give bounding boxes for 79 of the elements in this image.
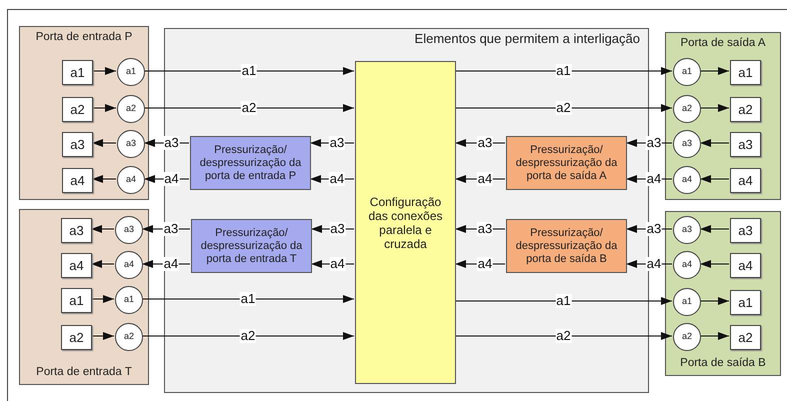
arrow xyxy=(142,332,354,340)
process-box: Pressurização/ despressurização da porta de entrada P xyxy=(190,136,311,190)
process-box: Pressurização/ despressurização da porta de saída B xyxy=(506,219,627,273)
port-panel xyxy=(164,28,649,393)
edge-label: a3 xyxy=(646,136,662,150)
signal-box: a3 xyxy=(61,218,92,243)
arrow xyxy=(454,104,672,112)
edge-label: a3 xyxy=(476,222,494,236)
signal-box: a4 xyxy=(62,168,93,193)
arrow xyxy=(700,297,730,305)
edge-label: a4 xyxy=(646,172,662,186)
edge-label: a3 xyxy=(329,222,346,236)
signal-box: a4 xyxy=(730,168,761,193)
edge-label: a3 xyxy=(476,136,494,150)
edge-label: a3 xyxy=(646,222,662,236)
signal-box: a1 xyxy=(61,288,92,313)
arrow xyxy=(90,295,114,303)
panel-title: Porta de entrada P xyxy=(36,32,132,44)
port-panel xyxy=(665,32,781,200)
arrow xyxy=(700,332,730,340)
arrow xyxy=(454,332,672,340)
edge-label: a1 xyxy=(240,64,258,78)
signal-box: a1 xyxy=(62,60,93,85)
arrow xyxy=(92,139,116,147)
arrow xyxy=(454,297,672,305)
edge-label: a3 xyxy=(162,222,180,236)
edge-label: a1 xyxy=(555,294,572,308)
arrow xyxy=(90,260,114,268)
signal-box: a2 xyxy=(730,97,761,122)
signal-box: a2 xyxy=(62,97,93,122)
signal-box: a1 xyxy=(730,290,761,315)
arrow xyxy=(92,175,116,183)
panel-title: Elementos que permitem a interligação xyxy=(414,32,640,45)
edge-label: a4 xyxy=(162,257,180,271)
edge-label: a2 xyxy=(240,101,258,115)
edge-label: a4 xyxy=(329,257,346,271)
port-panel xyxy=(19,26,149,200)
configuration-box: Configuração das conexões paralela e cruzada xyxy=(355,61,456,384)
process-box: Pressurização/ despressurização da porta de saída A xyxy=(506,136,627,190)
edge-label: a1 xyxy=(240,292,256,306)
port-panel xyxy=(665,211,781,376)
arrow xyxy=(144,104,354,112)
arrow xyxy=(700,104,730,112)
edge-label: a3 xyxy=(163,136,180,150)
arrow xyxy=(700,225,730,233)
edge-label: a3 xyxy=(328,136,346,150)
signal-box: a4 xyxy=(61,253,92,278)
edge-label: a2 xyxy=(555,101,572,115)
edge-label: a4 xyxy=(476,257,494,271)
signal-box: a3 xyxy=(62,132,93,157)
process-box: Pressurização/ despressurização da porta de entrada T xyxy=(191,219,312,273)
signal-box: a2 xyxy=(730,325,761,350)
arrow xyxy=(700,260,730,268)
edge-label: a2 xyxy=(240,329,256,343)
arrow xyxy=(92,67,116,75)
panel-title: Porta de saída A xyxy=(680,38,766,50)
panel-title: Porta de entrada T xyxy=(36,366,132,378)
arrow xyxy=(92,104,116,112)
arrow xyxy=(700,139,730,147)
edge-label: a4 xyxy=(163,172,180,186)
arrow xyxy=(700,175,730,183)
edge-label: a2 xyxy=(555,329,572,343)
signal-box: a4 xyxy=(730,253,761,278)
arrow xyxy=(142,295,354,303)
signal-box: a3 xyxy=(730,132,761,157)
signal-box: a3 xyxy=(730,218,761,243)
arrow xyxy=(454,67,672,75)
arrow xyxy=(700,67,730,75)
edge-label: a4 xyxy=(476,172,494,186)
arrow xyxy=(90,332,114,340)
arrow xyxy=(144,67,354,75)
edge-label: a4 xyxy=(646,257,662,271)
panel-title: Porta de saída B xyxy=(680,358,766,369)
signal-box: a1 xyxy=(730,60,761,85)
edge-label: a4 xyxy=(328,172,346,186)
arrow xyxy=(90,225,114,233)
port-panel xyxy=(19,209,149,385)
signal-box: a2 xyxy=(61,325,92,350)
edge-label: a1 xyxy=(555,64,572,78)
